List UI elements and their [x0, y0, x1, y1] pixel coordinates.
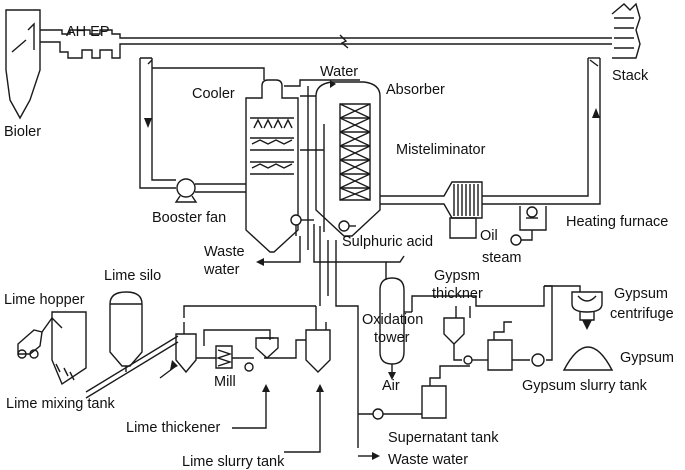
label-waste-water-2: water	[203, 262, 240, 278]
main-flue-duct	[40, 29, 612, 59]
pump-mill	[244, 362, 254, 372]
label-gypsum: Gypsum	[620, 350, 674, 366]
label-gypsm-thickner-1: Gypsm	[434, 268, 480, 284]
label-oil: Oil	[480, 228, 498, 244]
stack	[611, 2, 641, 59]
label-heating-furnace: Heating furnace	[566, 214, 668, 230]
oxidation-tower	[379, 277, 405, 372]
arrow-mixing	[170, 360, 178, 370]
lime-slurry-tank	[305, 322, 331, 373]
pump-gypsum-2	[531, 353, 545, 367]
label-gypsum-slurry-tank: Gypsum slurry tank	[522, 378, 648, 394]
air-arrow	[388, 372, 396, 380]
lime-thickener	[255, 337, 279, 359]
label-air: Air	[382, 378, 400, 394]
label-absorber: Absorber	[386, 82, 445, 98]
booster-fan	[174, 178, 246, 203]
label-lime-mixing-tank: Lime mixing tank	[6, 396, 116, 412]
label-water-top: Water	[320, 64, 358, 80]
label-misteliminator: Misteliminator	[396, 142, 486, 158]
label-gypsum-centrifuge-1: Gypsum	[614, 286, 668, 302]
label-waste-water-1: Waste	[204, 244, 245, 260]
leader-lines	[159, 365, 321, 453]
heating-furnace	[510, 206, 547, 246]
lime-silo	[109, 291, 143, 372]
label-bioler: Bioler	[4, 124, 41, 140]
flow-arrow-down	[144, 118, 152, 128]
label-oxidation-2: tower	[374, 330, 410, 346]
conveyor	[85, 335, 179, 399]
boiler	[5, 9, 41, 120]
label-lime-silo: Lime silo	[104, 268, 161, 284]
lime-hopper-truck	[17, 311, 87, 386]
label-oxidation-1: Oxidation	[362, 312, 423, 328]
gypsum-pile	[562, 346, 614, 371]
label-ah-ep: AH EP	[66, 24, 110, 40]
supernatant-tank	[372, 365, 470, 420]
label-lime-hopper: Lime hopper	[4, 292, 85, 308]
label-supernatant-tank: Supernatant tank	[388, 430, 499, 446]
gas-loop-ducts	[139, 57, 601, 205]
absorber	[300, 81, 381, 250]
arrow-slurry	[316, 384, 324, 392]
label-booster-fan: Booster fan	[152, 210, 226, 226]
mid-pipework	[258, 224, 405, 296]
label-waste-water-bottom: Waste water	[388, 452, 468, 468]
gypsum-thickener	[404, 286, 545, 361]
gypsum-arrow	[582, 320, 592, 330]
waste-water-bottom-arrow	[372, 452, 380, 460]
label-sulphuric-acid: Sulphuric acid	[342, 234, 433, 250]
water-arrow	[330, 80, 336, 88]
label-gypsum-centrifuge-2: centrifuge	[610, 306, 674, 322]
label-lime-thickener: Lime thickener	[126, 420, 220, 436]
label-lime-slurry-tank: Lime slurry tank	[182, 454, 285, 470]
label-cooler: Cooler	[192, 86, 235, 102]
waste-water-arrow	[256, 258, 264, 266]
mill	[215, 345, 233, 369]
lime-section-pipework	[183, 296, 376, 457]
label-gypsm-thickner-2: thickner	[432, 286, 483, 302]
pump-gypsum-1	[463, 355, 473, 365]
flow-arrow-up	[592, 108, 600, 118]
lime-mixing-tank	[175, 322, 197, 374]
label-stack: Stack	[612, 68, 649, 84]
arrow-thickener	[262, 384, 270, 392]
label-steam: steam	[482, 250, 522, 266]
heat-exchanger	[380, 181, 483, 239]
label-mill: Mill	[214, 374, 236, 390]
